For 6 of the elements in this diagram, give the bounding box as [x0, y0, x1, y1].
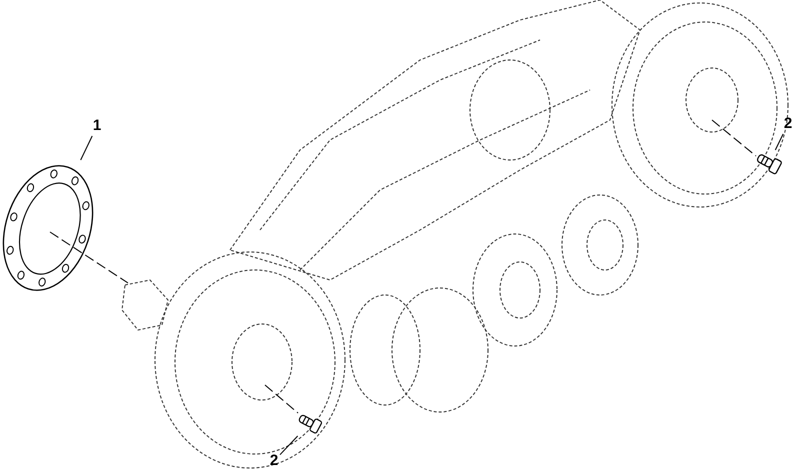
leader-line: [80, 136, 93, 160]
leader-line: [774, 134, 784, 150]
leader-line: [280, 436, 298, 456]
callout-number: 2: [782, 114, 794, 134]
callout-number: 1: [90, 116, 104, 136]
callout-number: 2: [268, 451, 280, 471]
